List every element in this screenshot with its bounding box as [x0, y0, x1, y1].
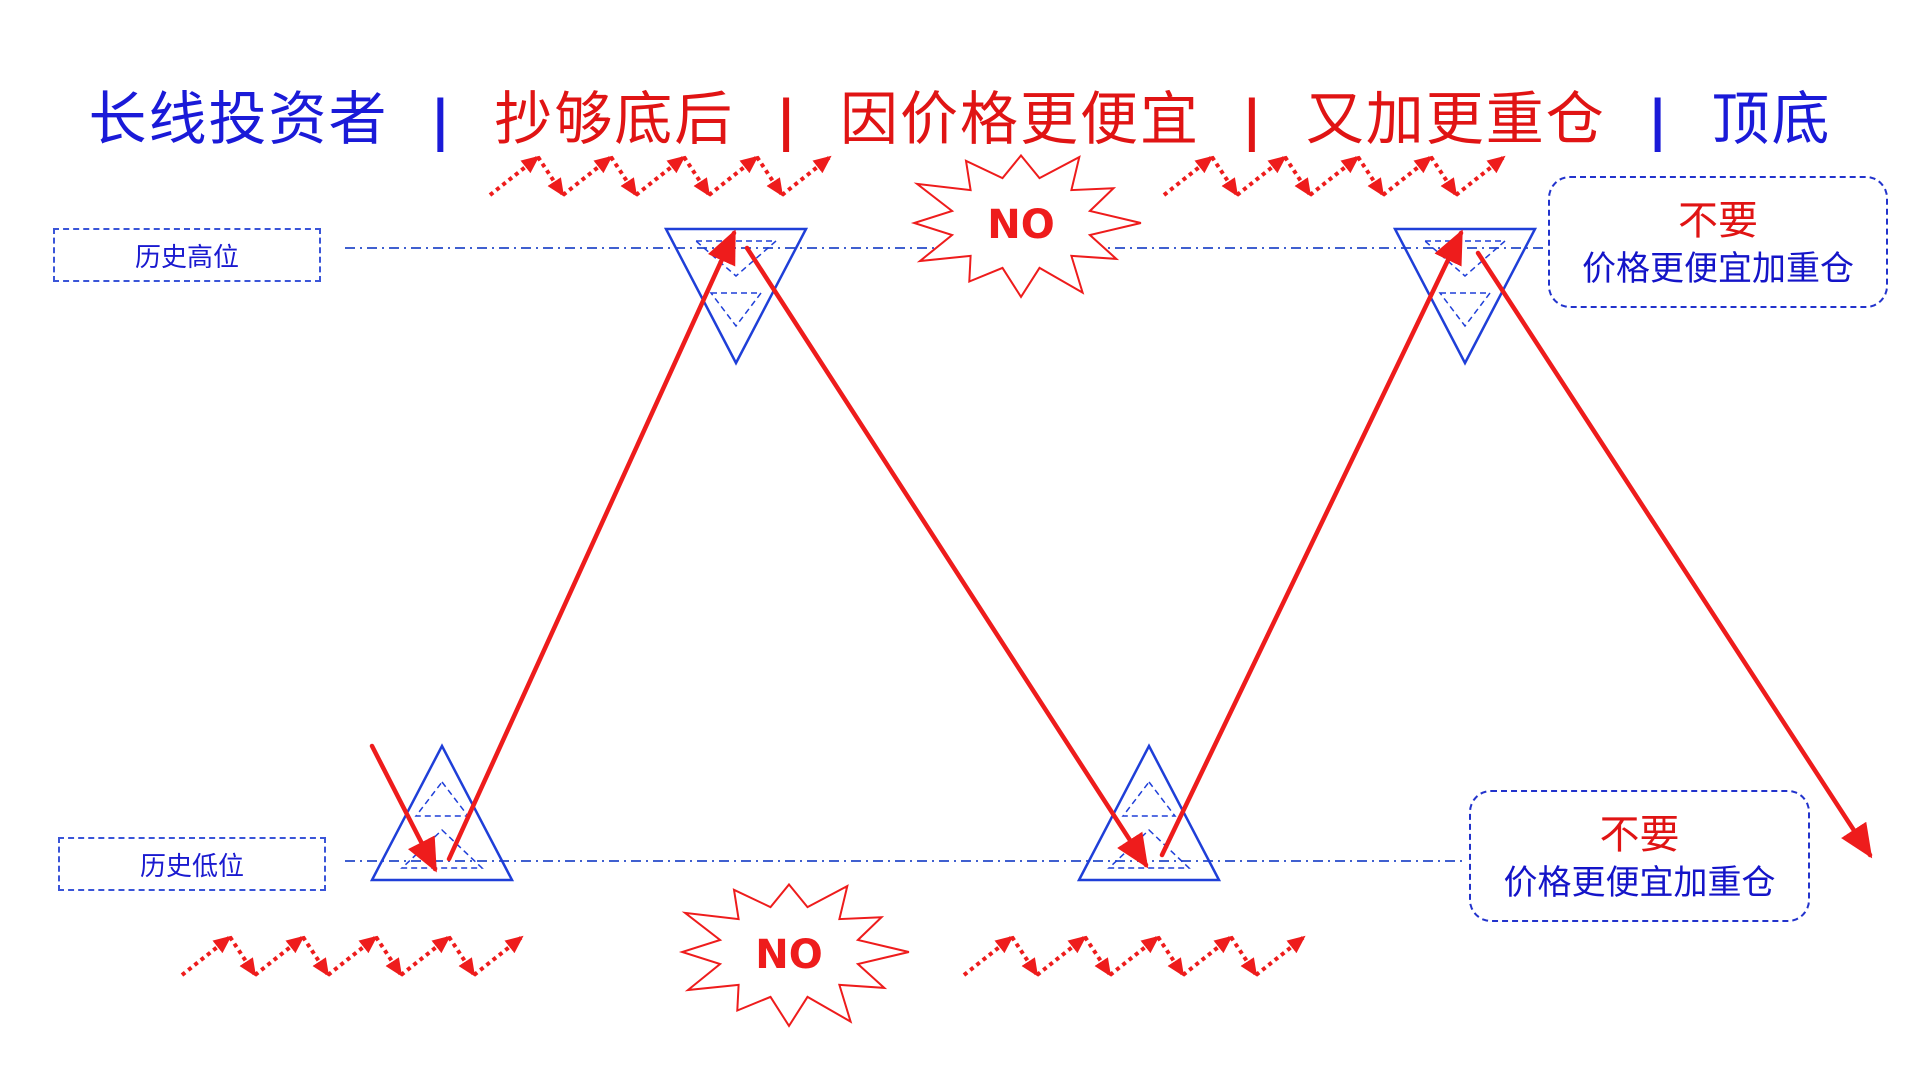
zigzag-arrow — [1381, 155, 1433, 197]
title-segment-2: 抄够底后 — [494, 85, 735, 153]
zigzag-arrow — [228, 935, 257, 977]
arrow-down-1 — [744, 245, 1149, 869]
arrow-entry-down — [369, 743, 438, 873]
zigzag-arrow — [1156, 935, 1185, 977]
zigzag-arrow — [634, 155, 686, 197]
no-burst-bottom: NO — [678, 882, 910, 1028]
zigzag-arrow — [609, 155, 638, 197]
title-segment-3: 因价格更便宜 — [839, 85, 1200, 153]
zigzag-arrow — [1083, 935, 1112, 977]
title-segment-1: 长线投资者 — [88, 85, 389, 153]
zigzag-arrow — [488, 155, 540, 197]
price-cycle-arrows — [369, 229, 1873, 873]
arrow-up-1 — [446, 229, 737, 862]
zigzag-arrow — [447, 935, 476, 977]
note-bottom-line1: 不要 — [1599, 812, 1680, 858]
zigzag-arrow — [1308, 155, 1360, 197]
low-level-label: 历史低位 — [58, 837, 326, 891]
triangle-top-2 — [1392, 227, 1538, 366]
zigzag-arrow — [326, 935, 378, 977]
title-separator-3: | — [1242, 89, 1264, 152]
zigzag-arrow — [780, 155, 832, 197]
zigzag-arrow — [1181, 935, 1233, 977]
note-top-line1: 不要 — [1678, 198, 1758, 244]
no-burst-top: NO — [910, 153, 1142, 299]
zigzag-arrow — [1162, 155, 1214, 197]
zigzag-arrow-groups — [180, 155, 1506, 977]
zigzag-arrow — [561, 155, 613, 197]
zigzag-arrow — [1010, 935, 1039, 977]
zigzag-arrow — [1454, 155, 1506, 197]
no-burst-bottom-text: NO — [755, 932, 822, 978]
title-separator-2: | — [776, 89, 798, 152]
zigzag-arrow — [1429, 155, 1458, 197]
title-separator-1: | — [430, 89, 453, 152]
triangle-bottom-2 — [1076, 743, 1222, 882]
diagram-title: 长线投资者 | 抄够底后 | 因价格更便宜 | 又加更重仓 | 顶底 — [0, 72, 1920, 156]
triangle-top-1 — [663, 227, 809, 366]
zigzag-top-right — [1162, 155, 1506, 197]
zigzag-arrow — [472, 935, 524, 977]
zigzag-arrow — [399, 935, 451, 977]
zigzag-arrow — [536, 155, 565, 197]
zigzag-arrow — [253, 935, 305, 977]
zigzag-bottom-left — [180, 935, 524, 977]
zigzag-arrow — [1229, 935, 1258, 977]
title-separator-4: | — [1647, 89, 1670, 152]
zigzag-bottom-right — [962, 935, 1306, 977]
note-top-line2: 价格更便宜加重仓 — [1582, 249, 1854, 289]
title-segment-4: 又加更重仓 — [1305, 85, 1606, 153]
zigzag-arrow — [301, 935, 330, 977]
zigzag-arrow — [755, 155, 784, 197]
note-bottom-line2: 价格更便宜加重仓 — [1503, 863, 1776, 903]
zigzag-arrow — [1235, 155, 1287, 197]
no-burst-top-text: NO — [987, 202, 1054, 248]
title-segment-5: 顶底 — [1711, 85, 1832, 153]
zigzag-arrow — [374, 935, 403, 977]
zigzag-arrow — [1356, 155, 1385, 197]
arrow-up-2 — [1159, 229, 1464, 858]
zigzag-arrow — [707, 155, 759, 197]
high-level-label: 历史高位 — [53, 228, 321, 282]
zigzag-arrow — [1108, 935, 1160, 977]
zigzag-arrow — [962, 935, 1014, 977]
zigzag-arrow — [682, 155, 711, 197]
note-box-top-right: 不要 价格更便宜加重仓 — [1548, 176, 1888, 308]
zigzag-arrow — [1210, 155, 1239, 197]
zigzag-arrow — [1254, 935, 1306, 977]
note-box-bottom-right: 不要 价格更便宜加重仓 — [1469, 790, 1810, 922]
arrow-down-2 — [1475, 250, 1873, 859]
zigzag-top-left — [488, 155, 832, 197]
zigzag-arrow — [180, 935, 232, 977]
zigzag-arrow — [1035, 935, 1087, 977]
zigzag-arrow — [1283, 155, 1312, 197]
